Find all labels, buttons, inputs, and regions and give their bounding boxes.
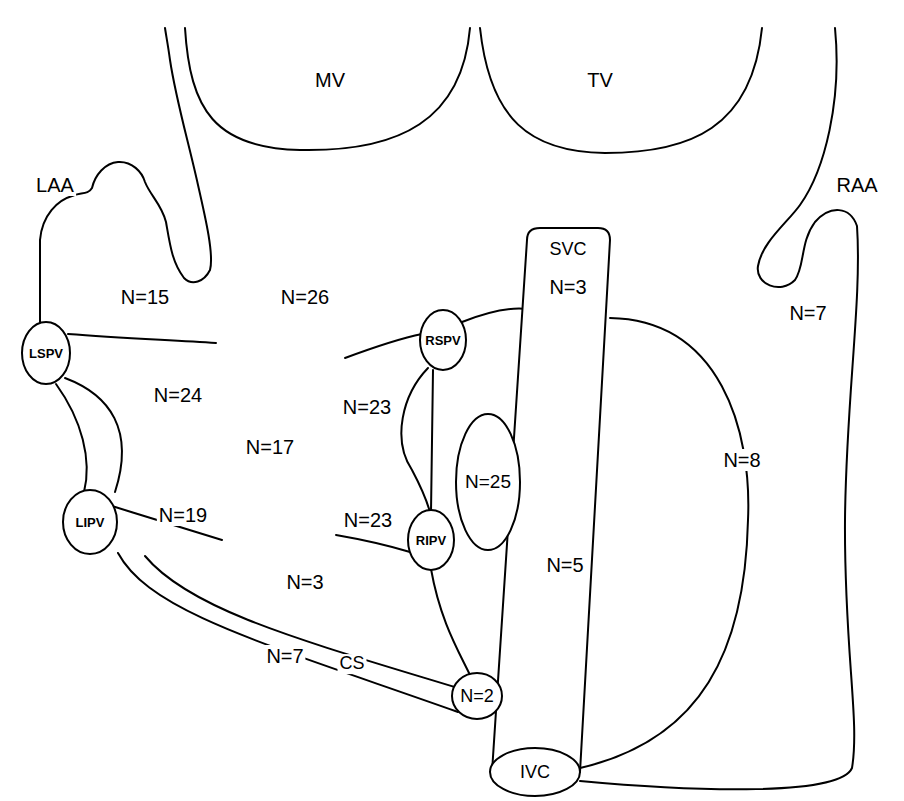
node-label: RIPV	[416, 533, 446, 548]
atrial-wall	[65, 378, 122, 492]
count-label: N=5	[544, 554, 585, 576]
count-label: N=3	[284, 571, 325, 593]
vessel-ostium: RSPV	[418, 308, 468, 372]
ellipse-shape	[22, 322, 70, 384]
vessel-ostium: RIPV	[406, 508, 456, 572]
count-label: N=8	[721, 449, 762, 471]
atrial-wall	[431, 370, 433, 512]
vessel-ostium: IVC	[488, 746, 582, 798]
count-label: N=3	[547, 276, 588, 298]
node-label: IVC	[520, 762, 550, 783]
node-text-holder: LSPV	[20, 320, 72, 386]
ellipse-shape	[456, 414, 520, 550]
ellipse-shape	[408, 510, 454, 570]
node-text-holder: RIPV	[406, 508, 456, 572]
node-text-holder: N=25	[454, 412, 522, 552]
node-label: LSPV	[29, 346, 63, 361]
count-label: N=23	[341, 396, 393, 418]
right-atrium-wall	[580, 318, 748, 768]
part-name: LAA	[34, 174, 76, 196]
atrial-wall	[431, 569, 470, 675]
oval-region: N=25	[454, 412, 522, 552]
mitral-valve	[185, 28, 470, 150]
vessel-ostium: LIPV	[61, 488, 119, 556]
part-name: RAA	[834, 174, 879, 196]
node-label: LIPV	[76, 515, 105, 530]
coronary-sinus	[118, 553, 458, 712]
node-label: RSPV	[425, 333, 460, 348]
count-label: N=7	[264, 645, 305, 667]
part-name: MV	[313, 69, 347, 91]
count-label: N=26	[279, 286, 331, 308]
part-name: CS	[337, 654, 366, 674]
node-text-holder: RSPV	[418, 308, 468, 372]
atrial-wall	[401, 368, 430, 512]
vessel-ostium: LSPV	[20, 320, 72, 386]
ellipse-shape	[420, 310, 466, 370]
atrial-wall	[68, 334, 216, 343]
right-atrial-appendage	[580, 28, 858, 789]
ellipse-shape	[63, 490, 117, 554]
sinus-ostium: N=2	[450, 671, 504, 721]
node-label: N=25	[465, 471, 511, 493]
tricuspid-valve	[480, 28, 762, 153]
node-text-holder: N=2	[450, 671, 504, 721]
count-label: N=23	[342, 509, 394, 531]
atrial-wall	[462, 309, 527, 322]
ellipse-shape	[490, 748, 580, 796]
count-label: N=17	[244, 436, 296, 458]
node-text-holder: IVC	[488, 746, 582, 798]
part-name: SVC	[547, 240, 588, 260]
count-label: N=7	[787, 302, 828, 324]
atrial-wall	[336, 535, 410, 552]
coronary-sinus	[145, 556, 458, 688]
node-text-holder: LIPV	[61, 488, 119, 556]
count-label: N=15	[119, 286, 171, 308]
node-label: N=2	[460, 686, 494, 707]
atrial-wall	[345, 334, 422, 358]
part-name: TV	[585, 69, 615, 91]
ellipse-shape	[452, 673, 502, 719]
count-label: N=19	[157, 504, 209, 526]
count-label: N=24	[152, 384, 204, 406]
atrial-wall	[56, 384, 87, 492]
